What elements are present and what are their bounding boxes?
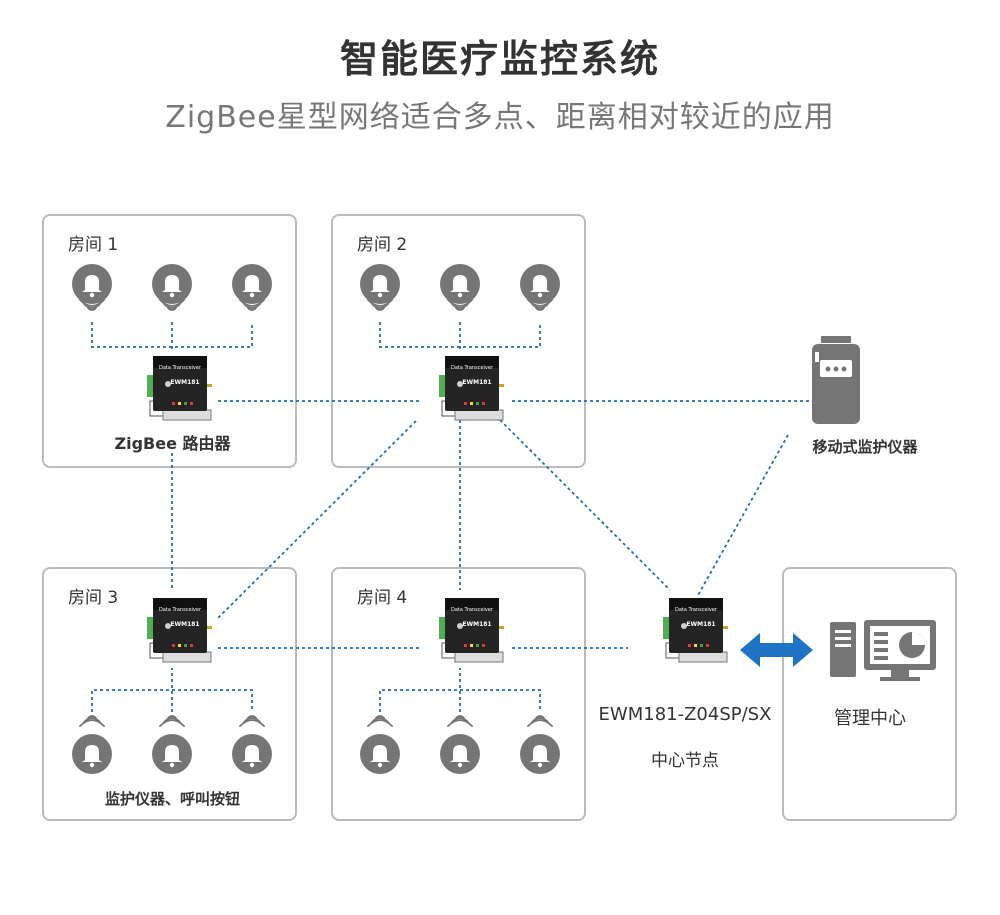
device-header-text: Data Transceiver bbox=[159, 365, 202, 371]
room3-sensor-bus bbox=[91, 668, 253, 712]
bell-icon bbox=[520, 264, 560, 304]
bell-icon bbox=[360, 734, 400, 774]
bell-icon bbox=[152, 264, 192, 304]
room-1-sensors bbox=[72, 264, 272, 311]
wifi-signal-icon bbox=[447, 715, 473, 727]
room2-sensor-bus bbox=[379, 322, 541, 352]
link-r2-r3 bbox=[217, 420, 417, 619]
device-header-text: Data Transceiver bbox=[451, 607, 494, 613]
wifi-signal-icon bbox=[239, 715, 265, 727]
double-arrow-icon bbox=[740, 633, 813, 667]
management-panel bbox=[782, 567, 957, 821]
room4-sensor-bus bbox=[379, 668, 541, 712]
bell-icon bbox=[232, 264, 272, 304]
room-3-label: 房间 3 bbox=[68, 588, 119, 608]
router-label: ZigBee 路由器 bbox=[114, 434, 231, 453]
device-model-text: EWM181 bbox=[170, 621, 199, 628]
page-title: 智能医疗监控系统 bbox=[339, 37, 660, 81]
device-model-text: EWM181 bbox=[686, 621, 715, 628]
router-device-room-4: Data Transceiver EWM181 bbox=[438, 597, 505, 663]
room-3-panel: 房间 3 bbox=[42, 567, 297, 821]
wifi-signal-icon bbox=[527, 715, 553, 727]
wifi-signal-icon bbox=[367, 715, 393, 727]
bell-icon bbox=[360, 264, 400, 304]
center-model-label: EWM181-Z04SP/SX bbox=[598, 704, 772, 725]
device-header-text: Data Transceiver bbox=[451, 365, 494, 371]
management-label: 管理中心 bbox=[834, 708, 906, 729]
link-r2-center bbox=[499, 419, 671, 591]
bell-icon bbox=[152, 734, 192, 774]
room-3-sensors bbox=[72, 715, 272, 774]
router-device-room-1: Data Transceiver EWM181 bbox=[146, 355, 213, 421]
device-model-text: EWM181 bbox=[462, 621, 491, 628]
bell-icon bbox=[440, 264, 480, 304]
bell-icon bbox=[520, 734, 560, 774]
device-header-text: Data Transceiver bbox=[159, 607, 202, 613]
room-2-panel: 房间 2 bbox=[331, 214, 586, 468]
center-node-device: Data Transceiver EWM181 bbox=[662, 597, 729, 663]
device-header-text: Data Transceiver bbox=[675, 607, 718, 613]
bell-icon bbox=[72, 734, 112, 774]
portable-monitor-icon bbox=[812, 336, 860, 424]
room-1-panel: 房间 1 bbox=[42, 214, 297, 468]
mobile-monitor-label: 移动式监护仪器 bbox=[812, 438, 918, 456]
router-device-room-3: Data Transceiver EWM181 bbox=[146, 597, 213, 663]
page-subtitle: ZigBee星型网络适合多点、距离相对较近的应用 bbox=[165, 100, 835, 135]
computer-chart-icon bbox=[830, 620, 936, 681]
bell-icon bbox=[72, 264, 112, 304]
room-4-sensors bbox=[360, 715, 560, 774]
wifi-signal-icon bbox=[159, 715, 185, 727]
wifi-signal-icon bbox=[79, 715, 105, 727]
room1-sensor-bus bbox=[91, 322, 253, 352]
center-node-label: 中心节点 bbox=[651, 751, 719, 771]
device-model-text: EWM181 bbox=[462, 379, 491, 386]
room-1-label: 房间 1 bbox=[68, 235, 119, 255]
devices-label: 监护仪器、呼叫按钮 bbox=[104, 790, 240, 808]
bell-icon bbox=[440, 734, 480, 774]
link-mobile-center bbox=[696, 434, 789, 598]
device-model-text: EWM181 bbox=[170, 379, 199, 386]
room-2-label: 房间 2 bbox=[357, 235, 408, 255]
room-4-label: 房间 4 bbox=[357, 588, 408, 608]
router-device-room-2: Data Transceiver EWM181 bbox=[438, 355, 505, 421]
bell-icon bbox=[232, 734, 272, 774]
room-2-sensors bbox=[360, 264, 560, 311]
